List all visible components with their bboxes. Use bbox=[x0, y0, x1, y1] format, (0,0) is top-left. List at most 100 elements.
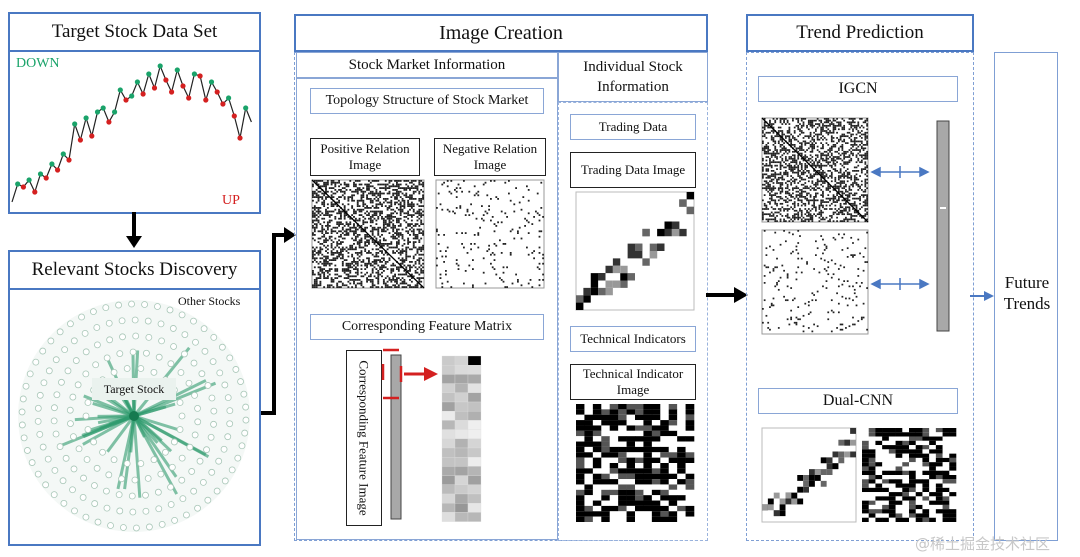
matrix-cell bbox=[500, 221, 503, 224]
matrix-cell bbox=[792, 168, 794, 170]
matrix-cell bbox=[852, 242, 854, 244]
matrix-cell bbox=[334, 185, 337, 188]
technical-cell bbox=[929, 470, 937, 475]
technical-cell bbox=[935, 517, 943, 522]
technical-cell bbox=[618, 446, 627, 453]
matrix-cell bbox=[763, 124, 766, 127]
matrix-cell bbox=[777, 130, 780, 132]
matrix-cell bbox=[830, 137, 833, 139]
matrix-cell bbox=[822, 185, 824, 188]
matrix-cell bbox=[353, 210, 355, 213]
matrix-cell bbox=[813, 119, 815, 122]
technical-cell bbox=[909, 453, 917, 458]
technical-cell bbox=[895, 449, 903, 454]
network-node bbox=[84, 399, 92, 406]
trading-cell bbox=[598, 273, 606, 281]
matrix-cell bbox=[366, 183, 368, 186]
matrix-cell bbox=[783, 119, 785, 122]
matrix-cell bbox=[779, 137, 782, 139]
matrix-cell bbox=[830, 299, 833, 302]
technical-cell bbox=[949, 500, 957, 505]
matrix-cell bbox=[786, 276, 789, 279]
matrix-cell bbox=[783, 152, 785, 155]
matrix-cell bbox=[369, 280, 372, 283]
matrix-cell bbox=[401, 262, 404, 265]
matrix-cell bbox=[354, 275, 357, 278]
matrix-cell bbox=[825, 126, 828, 129]
matrix-cell bbox=[800, 199, 803, 202]
matrix-cell bbox=[772, 187, 775, 190]
matrix-cell bbox=[368, 262, 370, 265]
feature-cell bbox=[454, 447, 469, 458]
technical-cell bbox=[868, 483, 876, 488]
trading-cell bbox=[576, 295, 584, 303]
network-node bbox=[238, 442, 246, 450]
matrix-cell bbox=[362, 259, 365, 261]
matrix-cell bbox=[312, 232, 314, 234]
technical-cell bbox=[584, 505, 594, 512]
matrix-cell bbox=[799, 196, 801, 198]
matrix-cell bbox=[762, 135, 764, 138]
matrix-cell bbox=[846, 180, 849, 183]
matrix-cell bbox=[832, 131, 835, 134]
matrix-cell bbox=[405, 189, 408, 191]
matrix-cell bbox=[325, 230, 327, 233]
matrix-cell bbox=[371, 219, 374, 222]
technical-cell bbox=[584, 489, 594, 496]
matrix-cell bbox=[846, 131, 849, 134]
matrix-cell bbox=[392, 246, 395, 249]
matrix-cell bbox=[827, 121, 830, 124]
matrix-cell bbox=[407, 196, 410, 198]
matrix-cell bbox=[407, 239, 410, 242]
matrix-cell bbox=[375, 180, 378, 182]
matrix-cell bbox=[409, 228, 411, 231]
matrix-cell bbox=[343, 259, 346, 261]
matrix-cell bbox=[407, 187, 410, 189]
matrix-cell bbox=[800, 157, 803, 160]
technical-cell bbox=[862, 475, 870, 480]
matrix-cell bbox=[341, 194, 344, 197]
matrix-cell bbox=[762, 159, 764, 162]
matrix-cell bbox=[345, 268, 348, 270]
matrix-cell bbox=[325, 232, 327, 234]
technical-cell bbox=[909, 432, 917, 437]
matrix-cell bbox=[366, 189, 368, 191]
technical-cell bbox=[635, 457, 644, 463]
matrix-cell bbox=[848, 189, 851, 191]
matrix-cell bbox=[825, 124, 828, 127]
matrix-cell bbox=[420, 189, 423, 191]
matrix-cell bbox=[353, 185, 355, 188]
matrix-cell bbox=[345, 259, 348, 261]
matrix-cell bbox=[852, 299, 854, 302]
matrix-cell bbox=[315, 181, 318, 184]
technical-cell bbox=[929, 479, 937, 484]
matrix-cell bbox=[441, 255, 444, 258]
individual-info-header-text: Individual Stock Information bbox=[583, 59, 683, 95]
matrix-cell bbox=[763, 135, 766, 138]
matrix-cell bbox=[802, 121, 805, 124]
technical-cell bbox=[895, 436, 903, 441]
technical-cell bbox=[888, 457, 896, 463]
matrix-cell bbox=[312, 194, 314, 197]
matrix-cell bbox=[806, 175, 808, 177]
matrix-cell bbox=[418, 190, 421, 193]
technical-cell bbox=[668, 484, 678, 490]
technical-cell bbox=[875, 445, 883, 450]
matrix-cell bbox=[326, 214, 329, 216]
matrix-cell bbox=[330, 201, 333, 204]
matrix-cell bbox=[786, 204, 789, 207]
matrix-cell bbox=[866, 164, 868, 167]
matrix-cell bbox=[770, 173, 773, 176]
matrix-cell bbox=[343, 268, 346, 270]
matrix-cell bbox=[313, 282, 316, 285]
matrix-cell bbox=[325, 277, 327, 279]
matrix-cell bbox=[825, 247, 828, 250]
matrix-diagonal bbox=[311, 179, 425, 289]
matrix-cell bbox=[326, 248, 329, 251]
matrix-cell bbox=[784, 150, 787, 153]
trading-cell bbox=[671, 228, 680, 237]
matrix-cell bbox=[822, 190, 824, 193]
matrix-cell bbox=[509, 199, 512, 202]
network-node bbox=[207, 433, 215, 441]
matrix-cell bbox=[832, 311, 835, 314]
